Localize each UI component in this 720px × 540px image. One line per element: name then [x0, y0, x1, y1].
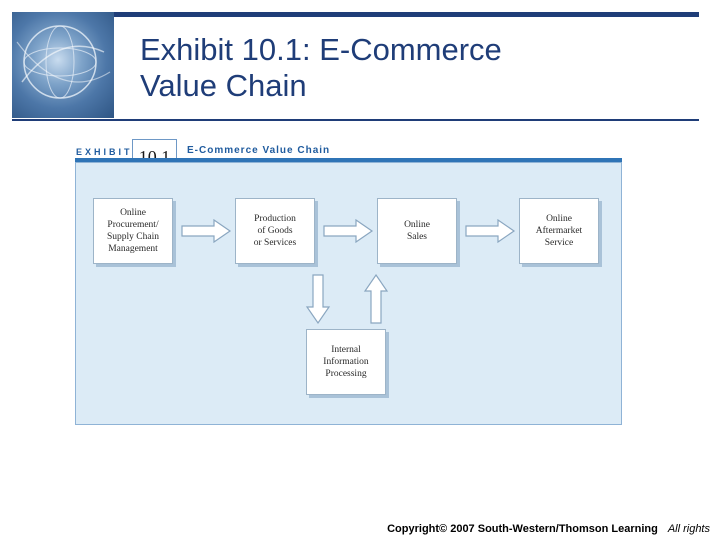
node-online-procurement: Online Procurement/ Supply Chain Managem…	[93, 198, 173, 264]
node-online-sales: Online Sales	[377, 198, 457, 264]
title-rule-bottom	[12, 119, 699, 121]
exhibit-title: E-Commerce Value Chain	[187, 145, 331, 156]
globe-header-image	[12, 12, 114, 118]
slide-title-line2: Value Chain	[140, 68, 307, 103]
arrow-right-icon	[465, 219, 516, 243]
exhibit-label: EXHIBIT	[76, 147, 133, 157]
footer-rights: All rights	[667, 523, 710, 535]
diagram-panel: Online Procurement/ Supply Chain Managem…	[75, 162, 622, 425]
slide-title-line1: Exhibit 10.1: E-Commerce	[140, 32, 502, 67]
title-rule-top	[114, 12, 699, 17]
node-online-aftermarket-service: Online Aftermarket Service	[519, 198, 599, 264]
arrow-down-icon	[305, 274, 331, 325]
arrow-right-icon	[323, 219, 374, 243]
exhibit-panel-rule	[75, 158, 622, 162]
arrow-right-icon	[181, 219, 232, 243]
slide-title: Exhibit 10.1: E-Commerce Value Chain	[140, 32, 700, 104]
arrow-up-icon	[363, 273, 389, 324]
node-production: Production of Goods or Services	[235, 198, 315, 264]
node-internal-information-processing: Internal Information Processing	[306, 329, 386, 395]
footer: Copyright© 2007 South-Western/Thomson Le…	[387, 523, 710, 535]
footer-copyright: Copyright© 2007 South-Western/Thomson Le…	[387, 523, 658, 535]
